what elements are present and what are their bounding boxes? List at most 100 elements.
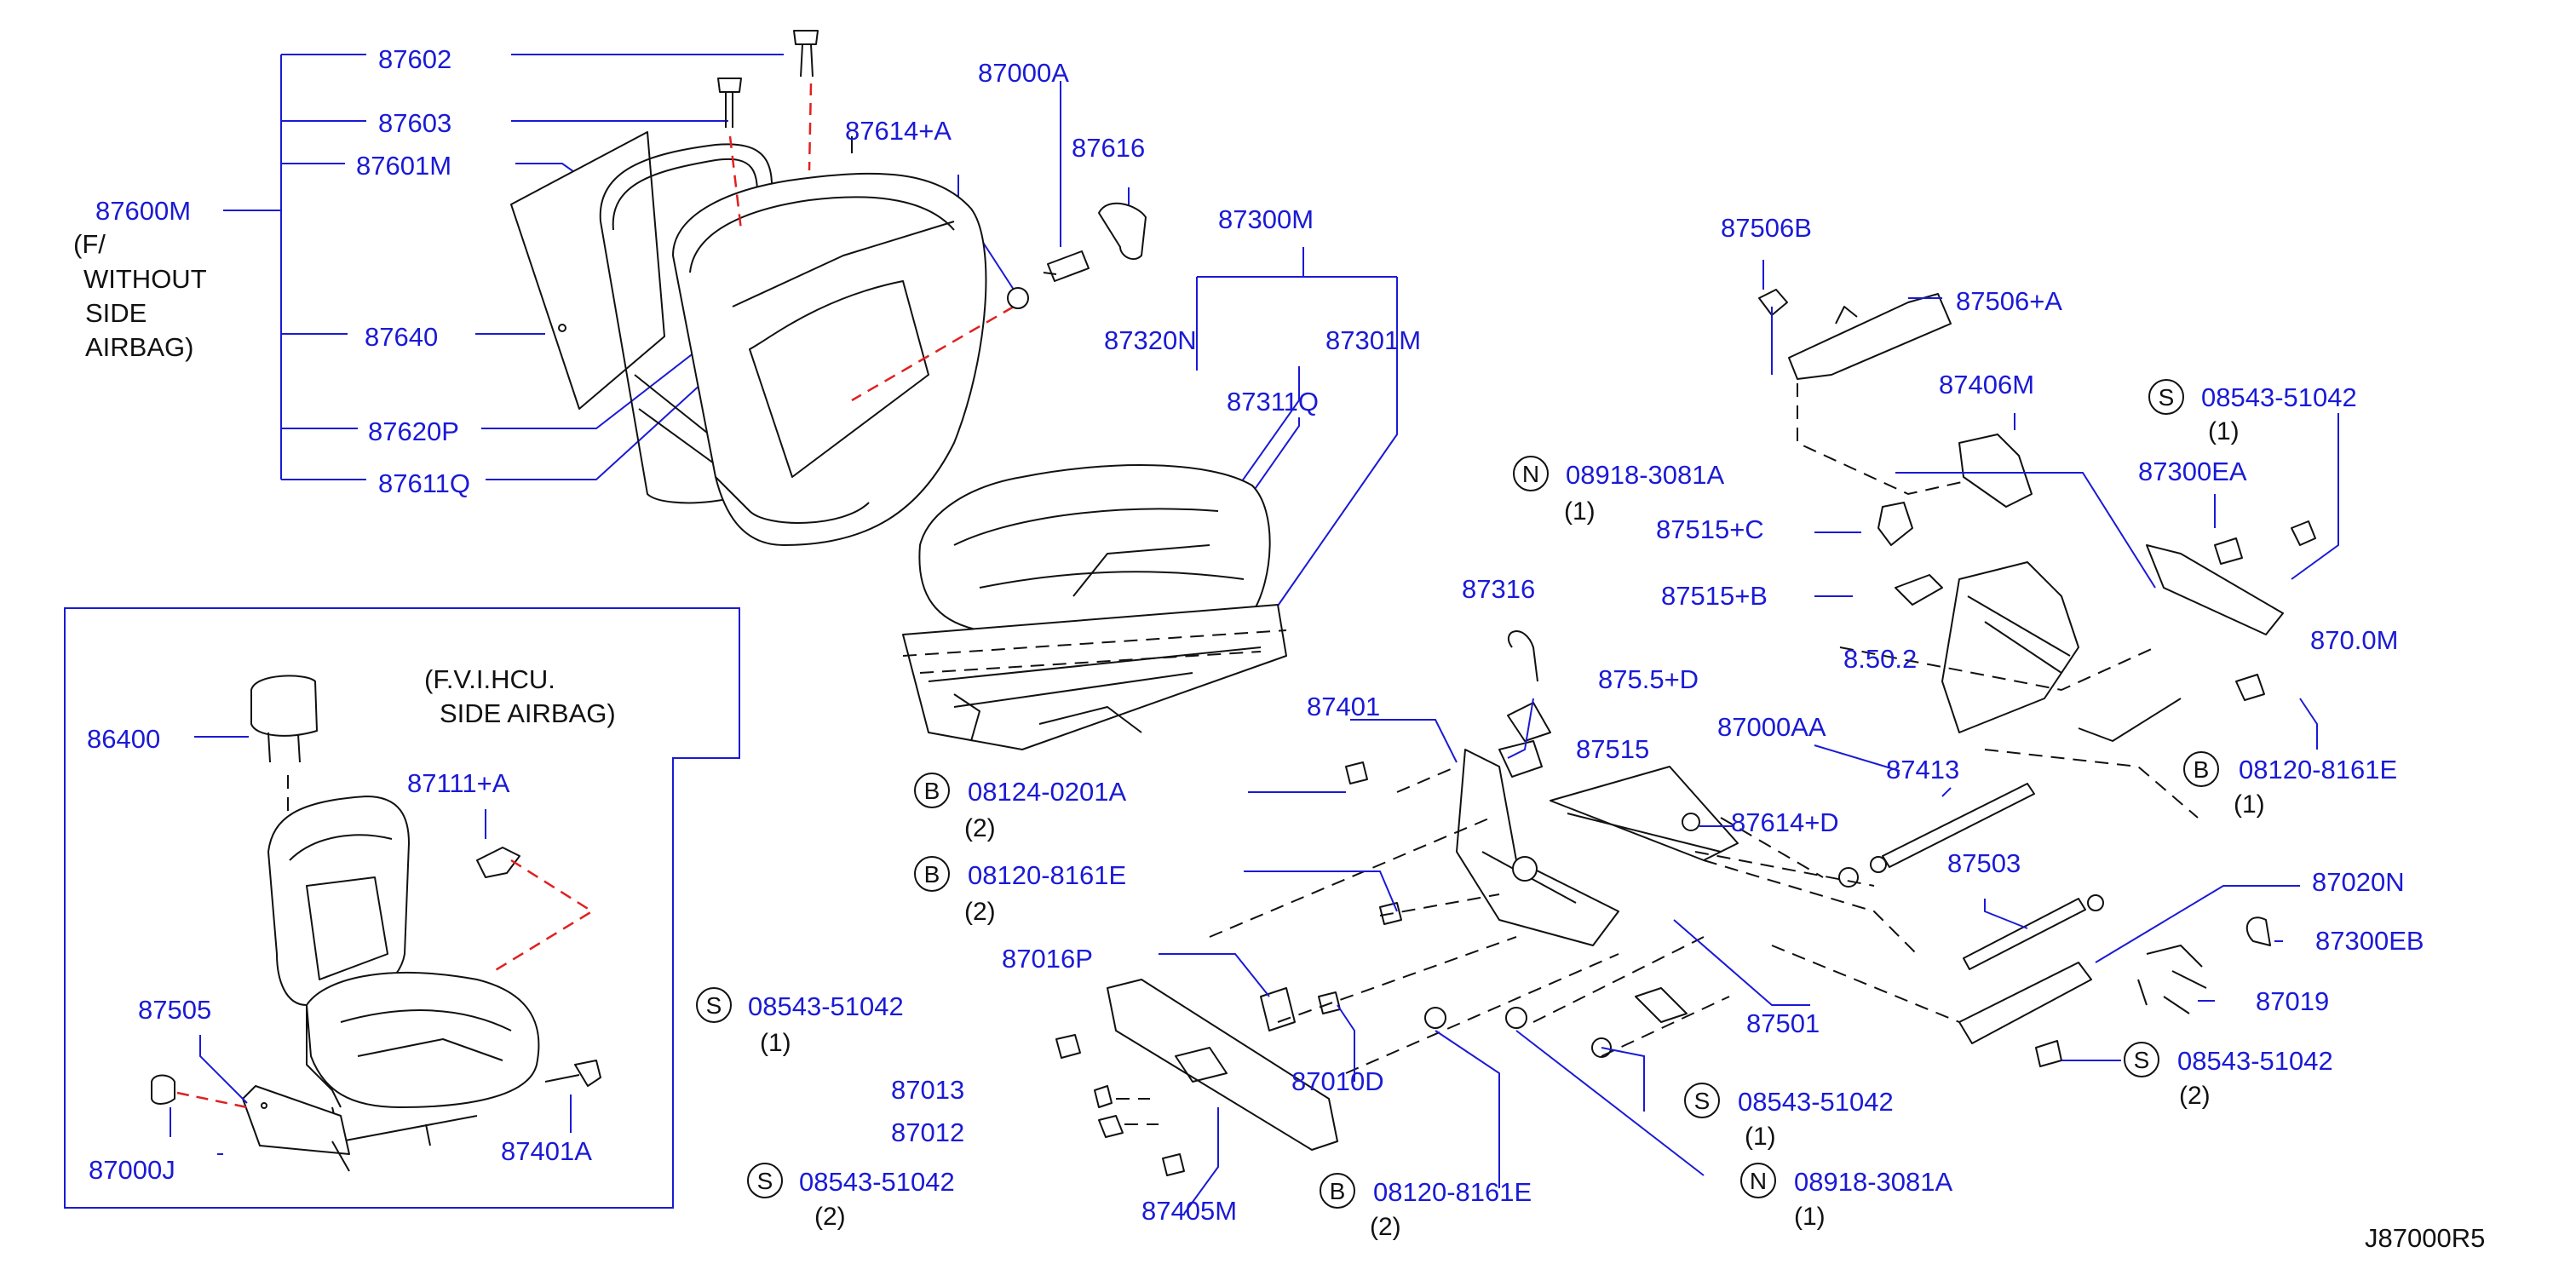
qty-08124: (2) xyxy=(964,814,996,842)
seatback-group-bracket xyxy=(223,54,366,480)
n-callout-icon xyxy=(1513,456,1549,491)
label-87300EA: 87300EA xyxy=(2138,457,2247,486)
label-87012: 87012 xyxy=(891,1117,964,1147)
s-callout-icon xyxy=(696,987,732,1023)
s-callout-letter: S xyxy=(1694,1088,1711,1114)
leader-lines-top-left xyxy=(475,54,1398,631)
b-callout-icon xyxy=(914,773,950,808)
label-87013: 87013 xyxy=(891,1075,964,1105)
qty-08543-bot: (2) xyxy=(814,1203,846,1231)
qty-08543-mid: (1) xyxy=(1745,1123,1776,1151)
label-87301M: 87301M xyxy=(1325,325,1421,355)
label-08918-top: 08918-3081A xyxy=(1566,460,1724,490)
note-without-airbag-1: (F/ xyxy=(73,229,106,259)
s-callout-icon xyxy=(2124,1042,2159,1077)
s-callout-icon xyxy=(1684,1083,1720,1118)
leader-lines-right xyxy=(1159,260,2339,1215)
label-87602: 87602 xyxy=(378,44,451,74)
inset-note-2: SIDE AIRBAG) xyxy=(440,698,616,728)
inset-note-1: (F.V.I.HCU. xyxy=(424,664,555,694)
note-without-airbag-4: AIRBAG) xyxy=(85,332,193,362)
label-08543-bot: 08543-51042 xyxy=(799,1167,955,1197)
label-87601M: 87601M xyxy=(356,151,451,181)
label-08120-bot: 08120-8161E xyxy=(1373,1177,1532,1207)
label-87401A: 87401A xyxy=(501,1136,592,1166)
label-87515B: 87515+B xyxy=(1661,581,1768,611)
seatback-assembly xyxy=(510,30,1147,546)
seat-track-assembly xyxy=(1055,289,2316,1176)
label-87515C: 87515+C xyxy=(1656,514,1764,544)
label-08543-top: 08543-51042 xyxy=(2201,382,2357,412)
b-callout-icon xyxy=(1320,1173,1355,1209)
label-87405M: 87405M xyxy=(1141,1196,1237,1226)
qty-08543-right: (2) xyxy=(2179,1082,2211,1110)
note-without-airbag-3: SIDE xyxy=(85,298,147,328)
s-callout-letter: S xyxy=(706,992,722,1019)
label-87614A: 87614+A xyxy=(845,116,952,146)
qty-08120-right: (1) xyxy=(2234,790,2265,819)
b-callout-letter: B xyxy=(924,861,940,888)
label-87600M: 87600M xyxy=(95,196,191,226)
label-87620P: 87620P xyxy=(368,417,459,446)
qty-08120-bot: (2) xyxy=(1370,1213,1401,1241)
label-87020N: 87020N xyxy=(2312,867,2405,897)
label-87316: 87316 xyxy=(1462,574,1535,604)
label-87616: 87616 xyxy=(1072,133,1145,163)
label-87505: 87505 xyxy=(138,995,211,1025)
label-87311Q: 87311Q xyxy=(1227,387,1319,417)
label-87515: 87515 xyxy=(1576,734,1649,764)
label-87501: 87501 xyxy=(1746,1008,1820,1038)
qty-08918-bot: (1) xyxy=(1794,1203,1826,1231)
part-labels: 87602 87603 87601M 87600M (F/ WITHOUT SI… xyxy=(73,44,2485,1253)
label-08543-mid: 08543-51042 xyxy=(1738,1087,1894,1117)
b-callout-letter: B xyxy=(2194,756,2210,783)
s-callout-icon xyxy=(747,1163,783,1198)
label-86400: 86400 xyxy=(87,724,160,754)
drawing-code: J87000R5 xyxy=(2365,1223,2485,1253)
label-87000J: 87000J xyxy=(89,1155,175,1185)
b-callout-letter: B xyxy=(924,778,940,804)
label-87020M-partial: 870.0M xyxy=(2310,625,2398,655)
inset-panel xyxy=(64,607,740,1209)
label-87506A: 87506+A xyxy=(1956,286,2062,316)
label-87603: 87603 xyxy=(378,108,451,138)
label-87019: 87019 xyxy=(2256,986,2329,1016)
n-callout-letter: N xyxy=(1750,1168,1767,1194)
note-without-airbag-2: WITHOUT xyxy=(83,264,207,294)
label-08918-bot: 08918-3081A xyxy=(1794,1167,1952,1197)
label-08124: 08124-0201A xyxy=(968,777,1126,807)
n-callout-icon xyxy=(1740,1163,1776,1198)
label-87401: 87401 xyxy=(1307,692,1380,721)
label-87300M: 87300M xyxy=(1218,204,1314,234)
b-callout-letter: B xyxy=(1330,1178,1346,1204)
b-callout-icon xyxy=(914,856,950,892)
label-08543-right: 08543-51042 xyxy=(2177,1046,2333,1076)
qty-08543-top: (1) xyxy=(2208,417,2240,445)
label-87016P: 87016P xyxy=(1002,944,1093,974)
label-08543-midleft: 08543-51042 xyxy=(748,991,904,1021)
label-87406M: 87406M xyxy=(1939,370,2034,399)
label-87320N: 87320N xyxy=(1104,325,1197,355)
b-callout-icon xyxy=(2183,751,2219,787)
seat-cushion-assembly xyxy=(902,464,1287,750)
label-87300EB: 87300EB xyxy=(2315,926,2424,956)
label-8750-partial: 8.50.2 xyxy=(1843,644,1917,674)
s-callout-letter: S xyxy=(2134,1047,2150,1073)
label-87611Q: 87611Q xyxy=(378,468,470,498)
label-87000AA: 87000AA xyxy=(1717,712,1826,742)
label-87010D: 87010D xyxy=(1291,1066,1384,1096)
label-87640: 87640 xyxy=(365,322,438,352)
label-87506B: 87506B xyxy=(1721,213,1812,243)
label-87503: 87503 xyxy=(1947,848,2021,878)
s-callout-icon xyxy=(2148,379,2184,415)
qty-08543-midleft: (1) xyxy=(760,1029,791,1057)
s-callout-letter: S xyxy=(2159,384,2175,411)
label-08120-right: 08120-8161E xyxy=(2239,755,2397,784)
label-87000A: 87000A xyxy=(978,58,1069,88)
label-87413: 87413 xyxy=(1886,755,1959,784)
qty-08918-top: (1) xyxy=(1564,497,1596,526)
label-87515D-partial: 875.5+D xyxy=(1598,664,1699,694)
label-87614D: 87614+D xyxy=(1731,807,1839,837)
label-08120-mid: 08120-8161E xyxy=(968,860,1126,890)
